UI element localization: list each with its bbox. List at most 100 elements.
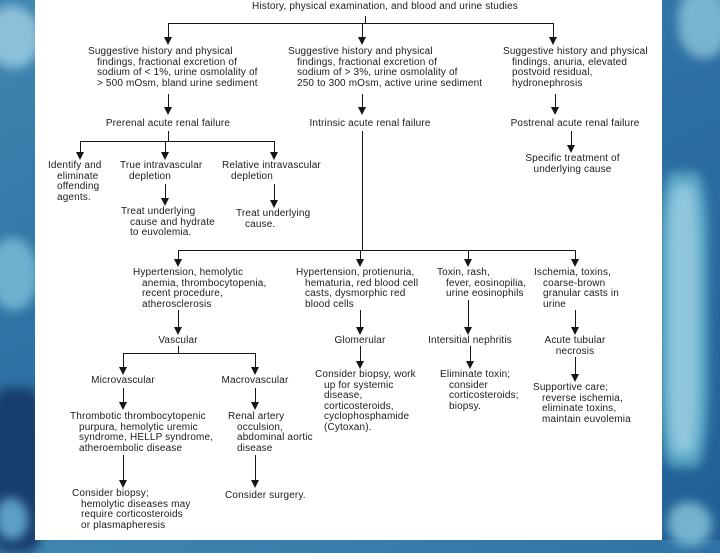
flowchart-panel — [35, 0, 662, 540]
arrowhead-down-icon — [270, 200, 278, 208]
arrowhead-down-icon — [76, 152, 84, 160]
arrowhead-down-icon — [251, 480, 259, 488]
node-specific-treatment: Specific treatment of underlying cause — [525, 153, 620, 175]
arrowhead-down-icon — [571, 374, 579, 382]
arrowhead-down-icon — [551, 107, 559, 115]
background-blob — [0, 6, 40, 68]
connector — [575, 310, 576, 327]
node-atn-signs: Ischemia, toxins, coarse-brown granular … — [534, 267, 619, 310]
arrowhead-down-icon — [356, 327, 364, 335]
node-glomerular: Glomerular — [334, 335, 386, 346]
connector — [362, 23, 363, 38]
node-identify-eliminate: Identify and eliminate offending agents. — [48, 160, 102, 203]
connector — [571, 131, 572, 145]
node-atn: Acute tubular necrosis — [544, 335, 606, 357]
background-blob — [0, 238, 38, 310]
arrowhead-down-icon — [549, 37, 557, 45]
node-atn-tx: Supportive care; reverse ischemia, elimi… — [533, 382, 631, 425]
arrowhead-down-icon — [119, 402, 127, 410]
connector — [255, 388, 256, 402]
connector — [178, 346, 179, 353]
connector — [80, 141, 81, 152]
arrowhead-down-icon — [161, 152, 169, 160]
background-blob — [668, 185, 698, 453]
connector — [123, 353, 256, 354]
node-title: History, physical examination, and blood… — [252, 1, 518, 12]
node-criteria-intrinsic: Suggestive history and physical findings… — [288, 46, 483, 89]
node-treat-cause: Treat underlying cause. — [236, 208, 311, 230]
node-interstitial-tx: Eliminate toxin; consider corticosteroid… — [440, 369, 519, 412]
arrowhead-down-icon — [358, 107, 366, 115]
node-criteria-prerenal: Suggestive history and physical findings… — [88, 46, 258, 89]
connector — [165, 184, 166, 198]
node-intrinsic: Intrinsic acute renal failure — [309, 118, 431, 129]
connector — [553, 23, 554, 38]
connector — [575, 357, 576, 374]
arrowhead-down-icon — [567, 145, 575, 153]
arrowhead-down-icon — [164, 37, 172, 45]
arrowhead-down-icon — [174, 327, 182, 335]
background-blob — [668, 502, 712, 546]
node-postrenal: Postrenal acute renal failure — [510, 118, 640, 129]
connector — [360, 250, 361, 259]
node-micro-causes: Thrombotic thrombocytopenic purpura, hem… — [70, 411, 214, 454]
connector — [362, 94, 363, 107]
node-relative-depletion: Relative intravascular depletion — [222, 160, 321, 182]
connector — [255, 353, 256, 367]
connector — [575, 250, 576, 259]
connector — [168, 131, 169, 141]
node-vascular: Vascular — [158, 335, 198, 346]
connector — [123, 353, 124, 367]
node-glomerular-signs: Hypertension, protienuria, hematuria, re… — [296, 267, 419, 310]
connector — [168, 23, 553, 24]
arrowhead-down-icon — [174, 259, 182, 267]
arrowhead-down-icon — [119, 480, 127, 488]
node-prerenal: Prerenal acute renal failure — [105, 118, 231, 129]
arrowhead-down-icon — [466, 361, 474, 369]
node-interstitial: Intersitial nephritis — [428, 335, 512, 346]
connector — [255, 455, 256, 480]
connector — [470, 346, 471, 361]
connector — [178, 250, 179, 259]
arrowhead-down-icon — [270, 152, 278, 160]
connector — [468, 300, 469, 327]
node-true-depletion: True intravascular depletion — [120, 160, 203, 182]
connector — [360, 346, 361, 361]
arrowhead-down-icon — [251, 367, 259, 375]
connector — [555, 94, 556, 107]
arrowhead-down-icon — [571, 327, 579, 335]
connector — [123, 388, 124, 402]
arrowhead-down-icon — [164, 107, 172, 115]
node-interstitial-signs: Toxin, rash, fever, eosinopilia, urine e… — [437, 267, 527, 299]
connector — [165, 141, 166, 152]
node-glomerular-tx: Consider biopsy, work up for systemic di… — [315, 369, 416, 433]
connector — [274, 184, 275, 200]
arrowhead-down-icon — [571, 259, 579, 267]
connector — [168, 94, 169, 107]
arrowhead-down-icon — [251, 402, 259, 410]
connector — [362, 131, 363, 250]
connector — [360, 310, 361, 327]
node-microvascular: Microvascular — [91, 375, 155, 386]
connector — [168, 23, 169, 38]
connector — [178, 250, 576, 251]
arrowhead-down-icon — [119, 367, 127, 375]
node-treat-hydrate: Treat underlying cause and hydrate to eu… — [121, 206, 215, 238]
node-micro-tx: Consider biopsy; hemolytic diseases may … — [72, 488, 191, 531]
node-criteria-postrenal: Suggestive history and physical findings… — [503, 46, 648, 89]
node-macrovascular: Macrovascular — [221, 375, 289, 386]
arrowhead-down-icon — [464, 327, 472, 335]
flowchart: History, physical examination, and blood… — [48, 1, 648, 531]
background-blob — [678, 0, 720, 58]
background-blob — [0, 498, 28, 540]
arrowhead-down-icon — [356, 361, 364, 369]
connector — [80, 141, 275, 142]
connector — [123, 455, 124, 480]
node-vascular-signs: Hypertension, hemolytic anemia, thromboc… — [133, 267, 267, 310]
node-macro-causes: Renal artery occulsion, abdominal aortic… — [228, 411, 313, 454]
connector — [468, 250, 469, 259]
connector — [178, 310, 179, 327]
connector — [274, 141, 275, 152]
node-macro-tx: Consider surgery. — [225, 490, 306, 501]
arrowhead-down-icon — [356, 259, 364, 267]
